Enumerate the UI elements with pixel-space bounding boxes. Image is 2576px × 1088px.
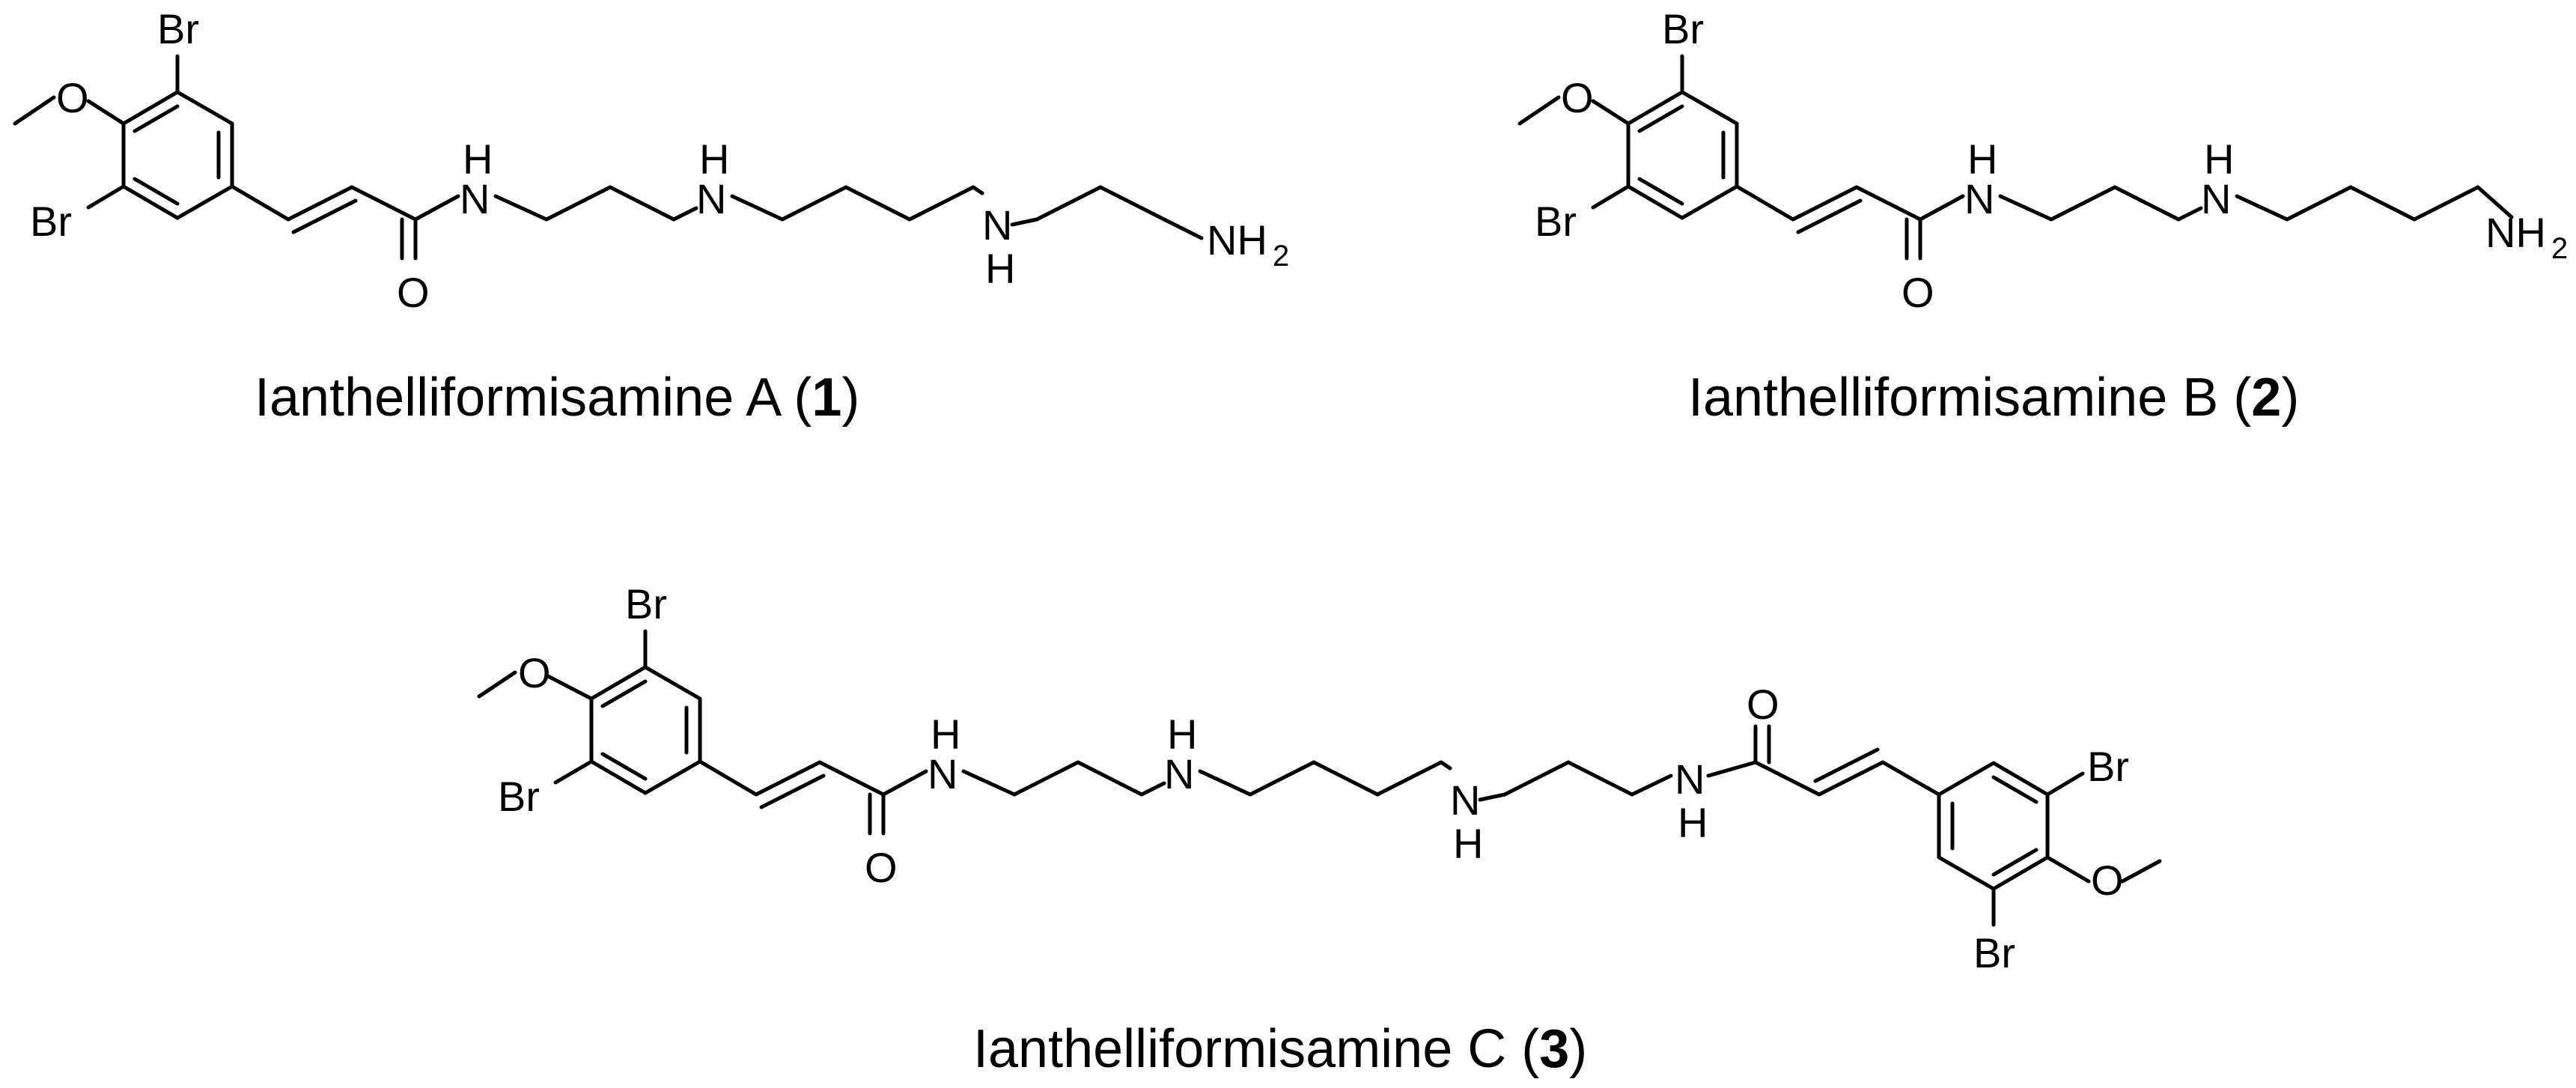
amide-n-label: N [460,175,490,222]
amine-h-label: H [699,136,729,183]
oxygen-label: O [1561,74,1594,121]
structure-compound-3: Br O Br H N O H N N H N H O Br O Br Iant… [477,580,2162,1079]
amide-n-label: N [1964,175,1994,222]
nh2-label: NH [2485,209,2546,256]
br-label: Br [1535,198,1577,245]
atom-labels-compound-3: Br O Br H N O H N N H N H O Br O Br [498,580,2129,976]
bonds-compound-3 [477,629,2162,927]
br-label: Br [1662,5,1704,52]
structure-compound-2: Br O Br H N O H N NH 2 Ianthelliformisam… [1517,5,2568,428]
nh2-subscript: 2 [2551,232,2568,265]
bonds-compound-2 [1517,54,2514,261]
br-label: Br [30,198,72,245]
compound-name: Ianthelliformisamine B [1688,368,2218,428]
amide-n-label: N [928,750,957,797]
amine-n-label: N [696,175,726,222]
compound-caption: Ianthelliformisamine A (1) [255,368,859,428]
nh2-label: NH [1207,216,1267,264]
br-label: Br [1973,929,2015,976]
compound-name: Ianthelliformisamine C [973,1019,1506,1079]
carbonyl-o-label: O [1747,681,1779,728]
atom-labels-compound-1: Br O Br H N O H N N H NH 2 [30,5,1289,316]
nh2-subscript: 2 [1273,240,1289,273]
carbonyl-o-label: O [397,269,430,316]
oxygen-label: O [56,74,89,121]
amine-n-label: N [2201,175,2231,222]
carbonyl-o-label: O [1901,269,1934,316]
amide-h-label: H [463,136,493,183]
br-label: Br [2087,743,2129,790]
amide-h-label: H [931,711,960,758]
amine-h-label: H [1453,820,1483,867]
amide-h-label: H [1967,136,1997,183]
br-label: Br [625,580,667,627]
compound-name: Ianthelliformisamine A [255,368,782,428]
amine-h-label: H [2204,136,2234,183]
compound-number: 3 [1539,1019,1569,1079]
br-label: Br [157,5,199,52]
br-label: Br [498,773,540,820]
atom-labels-compound-2: Br O Br H N O H N NH 2 [1535,5,2568,316]
oxygen-label: O [518,649,551,696]
bonds-compound-1 [13,54,1204,261]
structure-compound-1: Br O Br H N O H N N H NH 2 Ianthelliform… [13,5,1289,428]
amine-n-label: N [1164,750,1194,797]
amide-n-label: N [1675,756,1705,803]
compound-number: 1 [812,368,841,428]
amine-n-label: N [982,201,1012,249]
amide-h-label: H [1678,799,1708,846]
compound-caption: Ianthelliformisamine B (2) [1688,368,2299,428]
compound-number: 2 [2251,368,2281,428]
oxygen-label: O [2091,857,2124,904]
amine-h-label: H [985,245,1015,292]
carbonyl-o-label: O [865,844,898,891]
compound-caption: Ianthelliformisamine C (3) [973,1019,1587,1079]
amine-n-label: N [1450,777,1480,824]
amine-h-label: H [1167,711,1197,758]
